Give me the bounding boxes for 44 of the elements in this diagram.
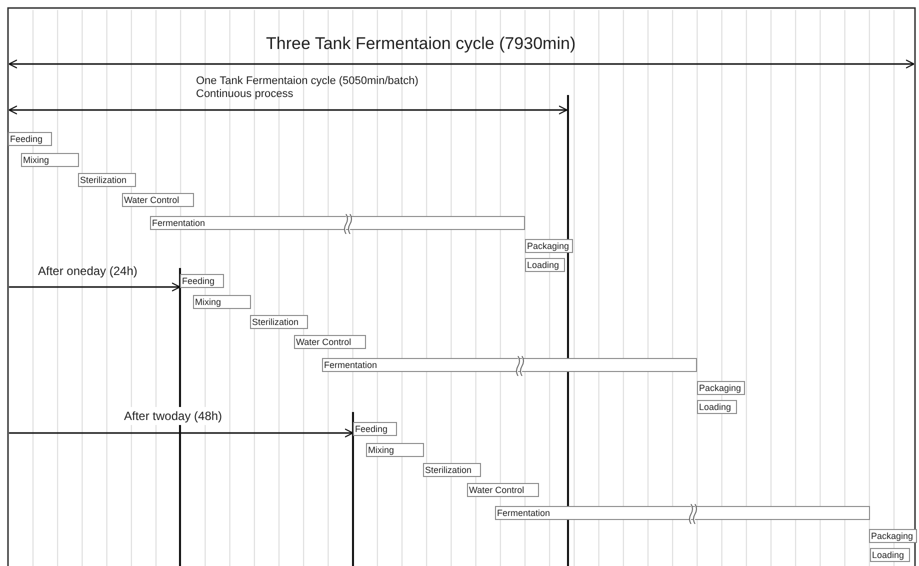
task-label: Feeding: [355, 424, 388, 434]
task-bar: [122, 193, 194, 207]
dimension-label: After oneday (24h): [38, 263, 138, 280]
task-label: Fermentation: [324, 360, 378, 370]
task-bar: [525, 258, 565, 272]
task-label: Packaging: [699, 383, 742, 393]
task-label: Water Control: [296, 337, 352, 347]
task-label: Mixing: [368, 445, 394, 455]
task-label: Loading: [699, 402, 732, 412]
dimension-label: One Tank Fermentaion cycle (5050min/batch): [196, 75, 418, 88]
task-bar: [467, 483, 539, 497]
task-bar: [870, 548, 910, 562]
task-bar: [525, 239, 573, 253]
task-label: Packaging: [527, 241, 570, 251]
dimension-label: Continuous process: [196, 88, 294, 101]
task-label: Loading: [872, 550, 904, 560]
task-label: Sterilization: [425, 465, 472, 475]
task-bar: [353, 422, 397, 436]
task-label: Feeding: [10, 134, 43, 144]
task-bar: [250, 315, 308, 329]
task-label: Water Control: [469, 485, 524, 495]
task-bar: [8, 132, 52, 146]
task-label: Loading: [527, 260, 560, 270]
task-label: Mixing: [195, 297, 222, 307]
dimension-title: Three Tank Fermentaion cycle (7930min): [266, 33, 576, 55]
task-bar: [78, 173, 136, 187]
task-bar: [180, 274, 224, 288]
task-bar: [869, 529, 917, 543]
task-bar: [697, 381, 745, 395]
task-label: Sterilization: [252, 317, 299, 327]
task-bar: [294, 335, 366, 349]
task-label: Feeding: [182, 276, 215, 286]
task-label: Packaging: [871, 531, 914, 541]
task-label: Fermentation: [497, 508, 550, 518]
task-label: Water Control: [124, 195, 180, 205]
dimension-label: After twoday (48h): [122, 407, 224, 425]
task-label: Sterilization: [80, 175, 127, 185]
task-label: Mixing: [23, 155, 50, 165]
task-bar: [21, 153, 79, 167]
task-bar: [193, 295, 251, 309]
task-bar: [697, 400, 737, 414]
task-bar: [423, 463, 481, 477]
task-label: Fermentation: [152, 218, 206, 228]
task-bar: [366, 443, 424, 457]
